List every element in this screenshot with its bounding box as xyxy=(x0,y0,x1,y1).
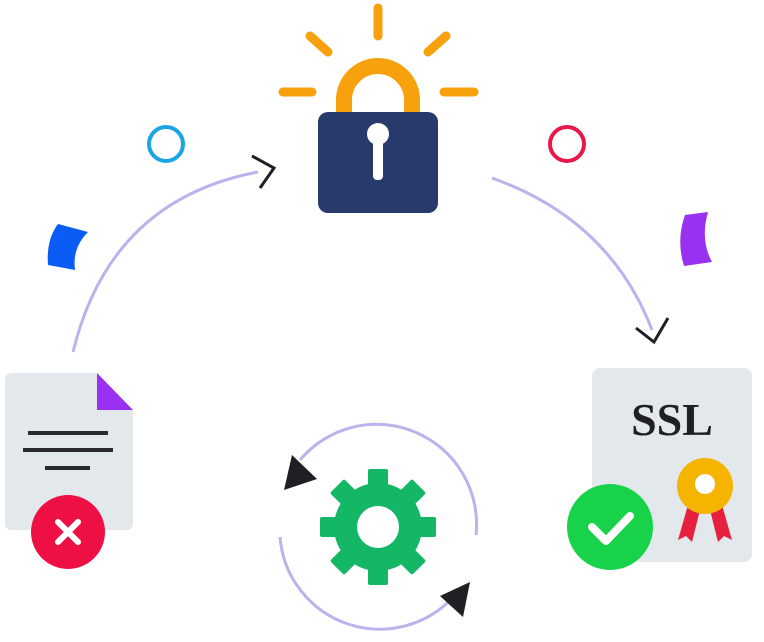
purple-shape-decoration xyxy=(680,212,712,266)
chevron-down-icon xyxy=(635,317,670,345)
sun-rays-icon xyxy=(278,3,479,97)
blue-ring-decoration xyxy=(147,125,185,163)
padlock-shackle xyxy=(336,58,420,118)
right-flow-arc xyxy=(491,176,654,331)
document-icon xyxy=(5,373,133,530)
red-ring-decoration xyxy=(548,125,586,163)
certificate-label: SSL xyxy=(631,394,713,445)
gear-icon xyxy=(320,469,436,585)
blue-shape-decoration xyxy=(47,224,88,270)
checkmark-icon xyxy=(567,484,653,570)
left-flow-arc xyxy=(71,170,259,353)
medal-icon xyxy=(677,458,733,542)
chevron-right-icon xyxy=(251,154,277,189)
error-x-icon xyxy=(31,495,105,569)
keyhole-icon xyxy=(367,123,389,180)
refresh-arrows-icon xyxy=(278,422,479,631)
